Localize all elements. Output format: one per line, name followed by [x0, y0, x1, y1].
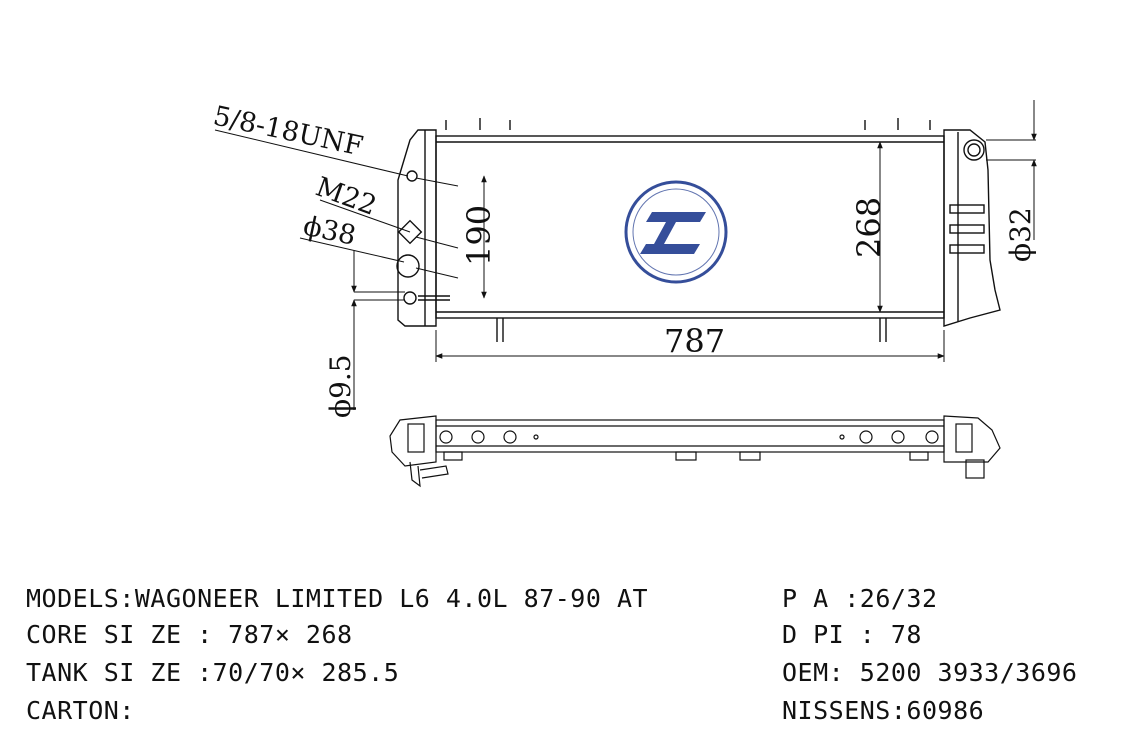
core-size-value: 787× 268 — [228, 620, 353, 649]
core-size-label: CORE SI ZE : — [26, 620, 229, 649]
nissens-value: 60986 — [906, 696, 985, 725]
carton-label: CARTON: — [26, 696, 135, 725]
callout-d38: ϕ38 — [301, 211, 359, 252]
spec-dpi: D PI : 78 — [782, 620, 922, 649]
spec-nissens: NISSENS:60986 — [782, 696, 984, 725]
spec-core-size: CORE SI ZE : 787× 268 — [26, 620, 353, 649]
dim-268: 268 — [850, 197, 888, 258]
models-label: MODELS: — [26, 584, 135, 613]
nissens-label: NISSENS: — [782, 696, 907, 725]
spec-pa: P A :26/32 — [782, 584, 938, 613]
oem-label: OEM: — [782, 658, 860, 687]
right-tank — [943, 129, 1001, 327]
dim-d32: ϕ32 — [1004, 207, 1037, 262]
thread-fitting — [406, 170, 418, 182]
spec-models: MODELS:WAGONEER LIMITED L6 4.0L 87-90 AT — [26, 584, 648, 613]
brand-logo — [624, 180, 728, 284]
side-view — [389, 415, 1001, 488]
pa-value: 26/32 — [859, 584, 938, 613]
spec-carton: CARTON: — [26, 696, 135, 725]
tank-size-value: 70/70× 285.5 — [212, 658, 400, 687]
spec-tank-size: TANK SI ZE :70/70× 285.5 — [26, 658, 399, 687]
radiator-drawing: 5/8-18UNF M22 ϕ38 190 268 787 ϕ32 ϕ9.5 — [211, 100, 1037, 488]
dim-787: 787 — [664, 322, 725, 360]
oem-value: 5200 3933/3696 — [859, 658, 1078, 687]
m22-plug — [397, 219, 423, 245]
dpi-value: 78 — [890, 620, 922, 649]
dimension-lines — [214, 100, 1037, 410]
models-value: WAGONEER LIMITED L6 4.0L 87-90 AT — [134, 584, 649, 613]
callout-thread: 5/8-18UNF — [211, 101, 366, 163]
pa-label: P A : — [782, 584, 860, 613]
outlet-38 — [396, 254, 420, 278]
cooler-port — [403, 291, 417, 305]
inlet-neck — [963, 139, 985, 161]
front-view — [396, 118, 1001, 342]
spec-oem: OEM: 5200 3933/3696 — [782, 658, 1077, 687]
dim-190: 190 — [460, 205, 498, 266]
dpi-label: D PI : — [782, 620, 891, 649]
tank-size-label: TANK SI ZE : — [26, 658, 213, 687]
left-tank — [397, 129, 437, 327]
dim-d9-5: ϕ9.5 — [324, 354, 357, 418]
